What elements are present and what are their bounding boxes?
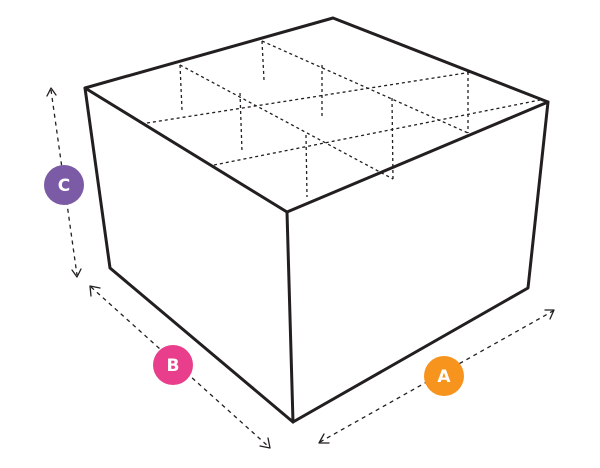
arrowhead-icon bbox=[71, 268, 82, 278]
dimension-c-line bbox=[46, 87, 82, 278]
divider-post-6 bbox=[391, 97, 394, 180]
dimension-c-dash bbox=[50, 89, 78, 276]
arrowhead-icon bbox=[259, 437, 271, 449]
label-c-circle bbox=[44, 165, 84, 205]
divider-post-1 bbox=[179, 64, 183, 111]
arrowhead-icon bbox=[544, 309, 555, 320]
compartment-dividers bbox=[146, 40, 541, 198]
dimension-a-line bbox=[318, 309, 555, 444]
label-c-text: C bbox=[58, 176, 70, 196]
label-b-badge: B bbox=[153, 345, 193, 385]
dimension-b-line bbox=[89, 285, 271, 449]
box-outline bbox=[83, 16, 550, 424]
label-a-badge: A bbox=[424, 356, 464, 396]
box-right-face bbox=[291, 100, 550, 424]
box-left-face bbox=[83, 86, 295, 424]
arrowhead-icon bbox=[318, 433, 330, 444]
label-a-text: A bbox=[437, 367, 451, 387]
divider-front bbox=[213, 99, 541, 166]
label-a-circle bbox=[424, 356, 464, 396]
box-top-rim bbox=[83, 16, 550, 214]
divider-back bbox=[146, 71, 473, 124]
divider-post-2 bbox=[261, 40, 265, 81]
divider-post-5 bbox=[305, 134, 308, 198]
label-c-badge: C bbox=[44, 165, 84, 205]
label-b-text: B bbox=[167, 356, 180, 376]
arrowhead-icon bbox=[46, 87, 57, 97]
label-b-circle bbox=[153, 345, 193, 385]
divider-post-3 bbox=[239, 92, 243, 153]
divider-left-right-2 bbox=[261, 40, 469, 134]
divider-left-right-1 bbox=[179, 64, 394, 180]
arrowhead-icon bbox=[89, 285, 101, 297]
